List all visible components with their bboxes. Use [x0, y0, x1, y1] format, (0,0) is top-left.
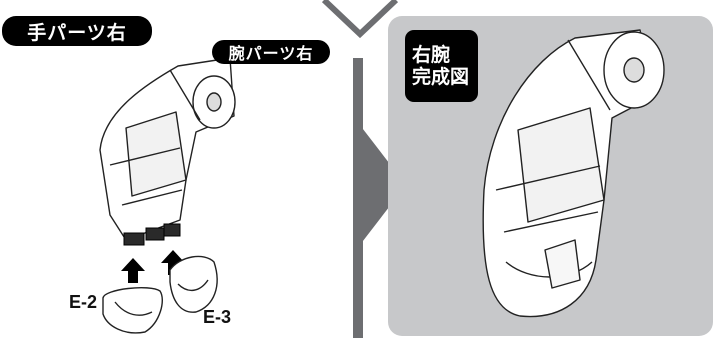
connector-pegs: [123, 223, 181, 246]
next-step-arrow-icon: [356, 120, 406, 250]
arm-parts-right-text: 腕パーツ右: [228, 44, 314, 63]
hand-piece-e3: [169, 255, 218, 313]
completed-right-arm-label: 右腕 完成図: [405, 30, 478, 102]
part-code-e2: E-2: [69, 292, 98, 312]
hand-piece-e2: [102, 287, 163, 334]
hand-parts-right-text: 手パーツ右: [27, 21, 127, 44]
part-code-e3: E-3: [203, 307, 232, 327]
top-chevron-icon: [321, 0, 399, 39]
arm-part-drawing: [99, 57, 236, 241]
hand-parts-right-label: 手パーツ右: [2, 16, 152, 46]
up-arrow-icon: [121, 258, 145, 283]
arm-parts-right-label: 腕パーツ右: [212, 40, 330, 64]
completed-arm-drawing: [482, 29, 665, 318]
completed-label-line1: 右腕: [412, 44, 451, 66]
completed-label-line2: 完成図: [412, 66, 470, 88]
up-arrow-icon: [161, 250, 185, 275]
